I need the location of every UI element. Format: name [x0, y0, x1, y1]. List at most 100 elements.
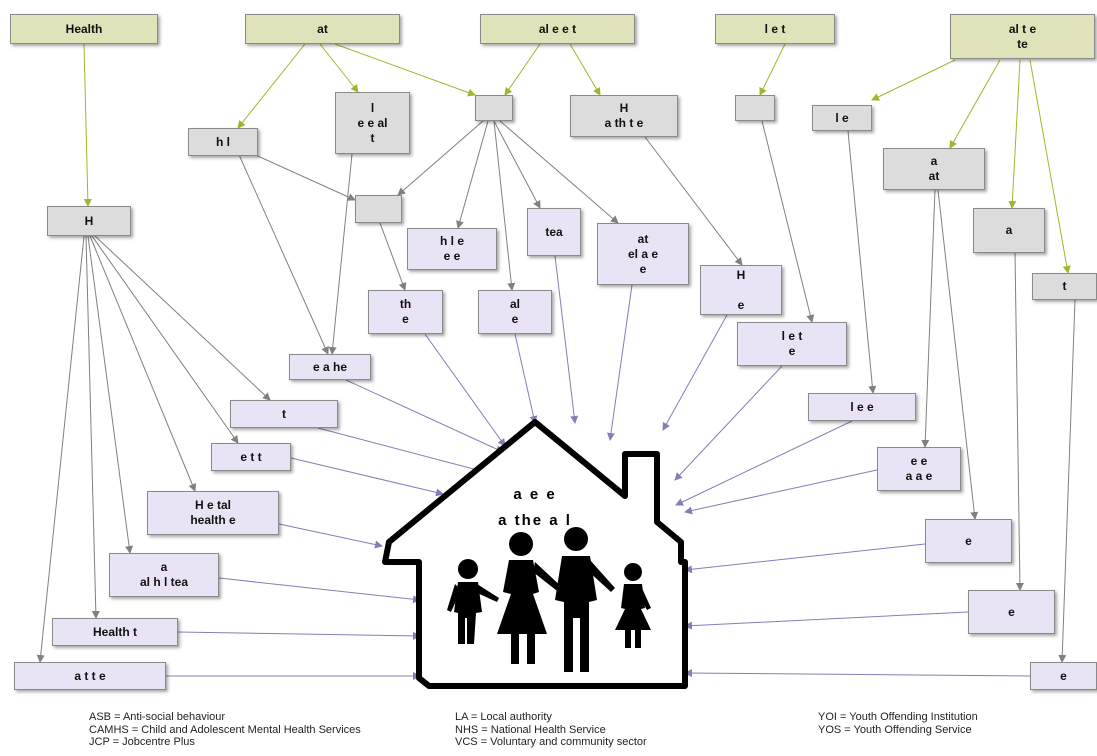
node-atelae[interactable]: at el a e e [597, 223, 689, 285]
connector-arrow [379, 222, 407, 291]
connector-arrow [684, 469, 878, 515]
house-outline-icon [382, 419, 688, 689]
node-eahe[interactable]: e a he [289, 354, 371, 380]
legend-item: YOI = Youth Offending Institution [818, 711, 978, 723]
connector-arrow [499, 120, 619, 224]
node-t-right[interactable]: t [1032, 273, 1097, 300]
legend-item: LA = Local authority [455, 711, 552, 723]
house-text-line-1: a e e [513, 486, 557, 503]
connector-arrow [456, 120, 489, 229]
connector-arrow [949, 59, 1001, 149]
connector-arrow [684, 543, 926, 574]
connector-arrow [89, 235, 197, 492]
house-text-line-2: a the a l [498, 512, 572, 529]
node-t-left[interactable]: t [230, 400, 338, 428]
connector-arrow [290, 457, 444, 497]
connector-arrow [1029, 59, 1071, 274]
node-e-right-1[interactable]: e [925, 519, 1012, 563]
node-alte-top[interactable]: al t e te [950, 14, 1095, 59]
legend-item: NHS = National Health Service [455, 723, 606, 736]
legend-column-1: ASB = Anti-social behaviour CAMHS = Chil… [89, 711, 361, 749]
node-ale[interactable]: al e [478, 290, 552, 334]
node-the[interactable]: th e [368, 290, 443, 334]
connector-arrow [644, 136, 743, 266]
node-H[interactable]: H [47, 206, 131, 236]
connector-arrow [921, 189, 936, 448]
connector-arrow [759, 43, 786, 96]
node-e-right-2[interactable]: e [968, 590, 1055, 634]
node-eeaae[interactable]: e e a a e [877, 447, 961, 491]
connector-arrow [675, 420, 853, 506]
node-a-right[interactable]: a [973, 208, 1045, 253]
node-empty-2[interactable] [735, 95, 775, 121]
connector-arrow [514, 333, 538, 424]
connector-arrow [319, 43, 359, 93]
legend-item: CAMHS = Child and Adolescent Mental Heal… [89, 723, 361, 736]
connector-arrow [1014, 252, 1024, 591]
connector-arrow [607, 284, 633, 441]
connector-arrow [674, 365, 783, 481]
connector-arrow [317, 427, 486, 475]
node-eealt[interactable]: l e e al t [335, 92, 410, 154]
connector-arrow [871, 59, 956, 101]
node-hetal[interactable]: H e tal health e [147, 491, 279, 535]
connector-arrow [91, 235, 239, 444]
connector-arrow [278, 523, 383, 549]
connector-arrow [761, 120, 815, 323]
connector-arrow [847, 130, 877, 394]
node-lee[interactable]: l e e [808, 393, 916, 421]
family-house: a e e a the a l [375, 412, 695, 692]
connector-arrow [36, 235, 85, 663]
node-at-top[interactable]: at [245, 14, 400, 44]
connector-arrow [684, 611, 969, 630]
connector-arrow [177, 631, 421, 640]
node-alhltea[interactable]: a al h l tea [109, 553, 219, 597]
connector-arrow [235, 147, 329, 355]
legend-item: YOS = Youth Offending Service [818, 723, 972, 736]
node-lete[interactable]: l e t e [737, 322, 847, 366]
connector-arrow [504, 43, 541, 96]
node-aleet-top[interactable]: al e e t [480, 14, 635, 44]
node-e-right-3[interactable]: e [1030, 662, 1097, 690]
node-empty-3[interactable] [355, 195, 402, 223]
legend-column-2: LA = Local authority NHS = National Heal… [455, 711, 647, 749]
connector-arrow [345, 379, 504, 453]
connector-arrow [569, 43, 601, 96]
node-atte[interactable]: a t t e [14, 662, 166, 690]
connector-arrow [684, 669, 1031, 678]
connector-arrow [218, 577, 421, 604]
connector-arrow [94, 235, 271, 401]
connector-arrow [1008, 59, 1021, 209]
connector-arrow [83, 43, 92, 207]
connector-arrow [493, 120, 541, 209]
connector-arrow [937, 189, 979, 520]
node-hle[interactable]: h l e e e [407, 228, 497, 270]
connector-arrow [85, 235, 100, 619]
legend-item: JCP = Jobcentre Plus [89, 736, 195, 748]
connector-arrow [328, 153, 353, 355]
connector-arrow [554, 255, 579, 424]
connector-arrow [662, 314, 728, 431]
node-tea[interactable]: tea [527, 208, 581, 256]
connector-arrow [334, 43, 476, 97]
connector-arrow [493, 120, 516, 291]
legend-item: VCS = Voluntary and community sector [455, 736, 647, 748]
node-He[interactable]: H e [700, 265, 782, 315]
node-ett[interactable]: e t t [211, 443, 291, 471]
node-let-top[interactable]: l e t [715, 14, 835, 44]
connector-arrow [87, 235, 134, 554]
node-health-t[interactable]: Health t [52, 618, 178, 646]
node-hl[interactable]: h l [188, 128, 258, 156]
node-hathte[interactable]: H a th t e [570, 95, 678, 137]
connector-arrow [397, 120, 484, 196]
node-le[interactable]: l e [812, 105, 872, 131]
connector-arrow [424, 333, 506, 447]
connector-arrow [237, 43, 306, 129]
connector-arrow [239, 147, 356, 201]
legend-column-3: YOI = Youth Offending Institution YOS = … [818, 711, 978, 736]
legend-item: ASB = Anti-social behaviour [89, 711, 226, 723]
node-health-top[interactable]: Health [10, 14, 158, 44]
node-empty-1[interactable] [475, 95, 513, 121]
node-aat[interactable]: a at [883, 148, 985, 190]
